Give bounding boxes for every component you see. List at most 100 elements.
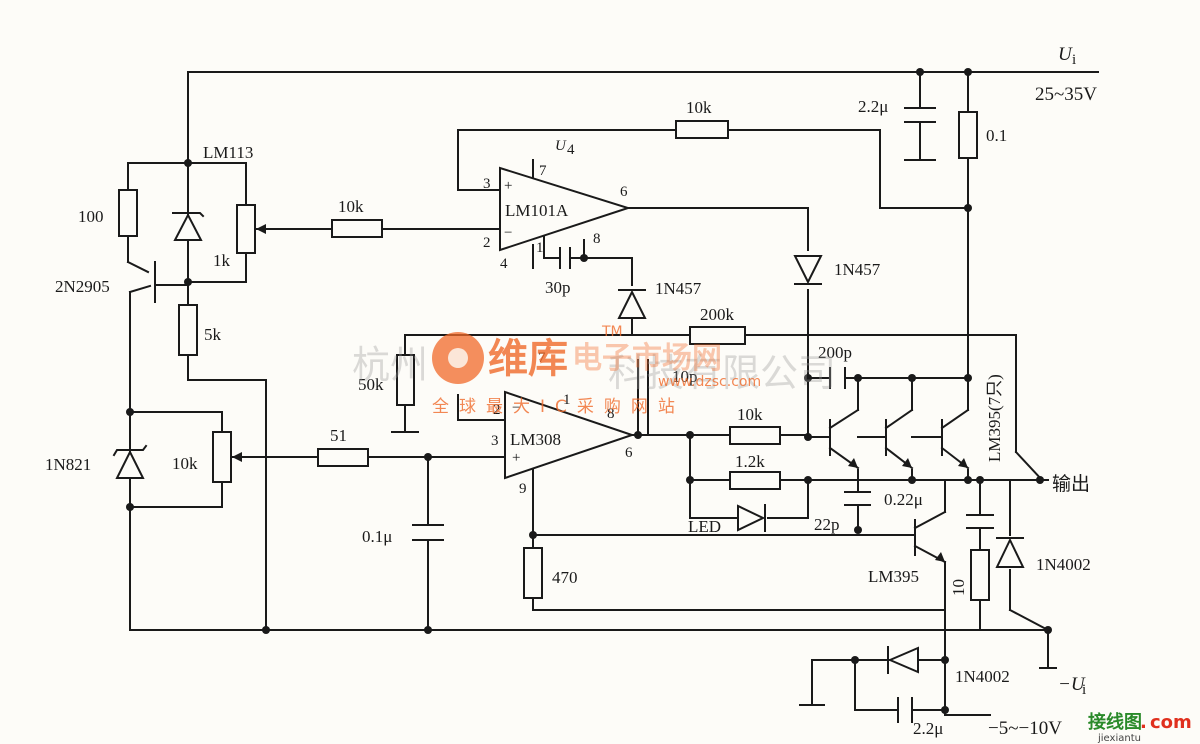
label-r0-1: 0.1	[986, 126, 1007, 145]
label-c30p: 30p	[545, 278, 571, 297]
svg-text:6: 6	[625, 445, 633, 461]
corner-logo-com: com	[1150, 712, 1192, 733]
supply-range: 25~35V	[1035, 84, 1097, 105]
resistor-470	[523, 547, 543, 599]
svg-text:7: 7	[538, 350, 546, 366]
u4-sub: 4	[567, 142, 575, 158]
pot-wipers	[232, 224, 266, 462]
svg-text:1: 1	[563, 392, 571, 408]
label-lm395: LM395	[868, 567, 919, 586]
watermark-left: 杭州	[352, 343, 428, 387]
svg-text:3: 3	[491, 433, 499, 449]
resistor-0-1	[958, 111, 978, 159]
resistor-10k-input	[331, 219, 383, 238]
svg-text:−: −	[512, 400, 520, 416]
svg-text:+: +	[504, 178, 512, 194]
label-r50k: 50k	[358, 375, 384, 394]
label-led: LED	[688, 517, 721, 536]
svg-text:+: +	[512, 450, 520, 466]
resistor-100	[118, 189, 138, 237]
label-c2-2u-top: 2.2μ	[858, 97, 888, 116]
svg-text:8: 8	[607, 406, 615, 422]
label-2n2905: 2N2905	[55, 277, 110, 296]
transistors	[154, 261, 970, 564]
corner-logo-dot: .	[1140, 712, 1147, 733]
label-lm101a: LM101A	[505, 201, 569, 220]
corner-logo-name: 接线图	[1088, 711, 1142, 733]
u4-label: U	[555, 138, 567, 154]
supply-sub: i	[1072, 52, 1076, 68]
svg-text:6: 6	[620, 184, 628, 200]
watermark-brand-sub: 电子市场网	[572, 341, 722, 376]
label-r10k-pot: 10k	[172, 454, 198, 473]
label-1n4002-b: 1N4002	[955, 667, 1010, 686]
output-label: 输出	[1052, 473, 1090, 495]
lm101a-triangle	[499, 166, 632, 252]
label-lm113: LM113	[203, 143, 253, 162]
label-r10: 10	[949, 579, 968, 596]
label-r100: 100	[78, 207, 104, 226]
label-c200p: 200p	[818, 343, 852, 362]
label-c0-22u: 0.22μ	[884, 490, 923, 509]
svg-text:4: 4	[500, 256, 508, 272]
label-r1-2k: 1.2k	[735, 452, 765, 471]
svg-text:3: 3	[483, 176, 491, 192]
label-r10k-lm308: 10k	[737, 405, 763, 424]
resistor-1-2k	[729, 471, 781, 490]
svg-text:9: 9	[519, 481, 527, 497]
watermark-url: www.dzsc.com	[658, 374, 761, 390]
watermark-right: 科技有限公司	[608, 351, 836, 395]
corner-logo-url: jiexiantu	[1097, 733, 1141, 744]
label-1n457-a: 1N457	[655, 279, 702, 298]
lm308-triangle	[504, 390, 636, 480]
label-c22p: 22p	[814, 515, 840, 534]
label-c0-1u: 0.1μ	[362, 527, 392, 546]
label-r5k: 5k	[204, 325, 222, 344]
svg-text:8: 8	[593, 231, 601, 247]
resistor-1k-pot	[236, 204, 256, 254]
pin-numbers: 3 2 7 4 6 1 8 + − 3 2 6 9 1 8 7 + −	[483, 163, 633, 497]
svg-text:−: −	[504, 225, 512, 241]
resistor-10k-lm308	[729, 426, 781, 445]
svg-text:7: 7	[539, 163, 547, 179]
svg-text:2: 2	[483, 235, 491, 251]
resistor-51	[317, 448, 369, 467]
resistor-5k	[178, 304, 198, 356]
label-r200k: 200k	[700, 305, 735, 324]
neg-supply-label: −U	[1058, 674, 1086, 695]
label-c2-2u-bot: 2.2μ	[913, 719, 943, 738]
svg-text:1: 1	[536, 240, 544, 256]
label-r10k-fb: 10k	[686, 98, 712, 117]
label-1n4002-a: 1N4002	[1036, 555, 1091, 574]
label-1n821: 1N821	[45, 455, 91, 474]
neg-supply-sub: i	[1082, 682, 1086, 698]
svg-text:2: 2	[493, 402, 501, 418]
labels: U i 25~35V U 4 LM113 100 1k 2N2905 5k 1N…	[45, 44, 1097, 739]
resistor-50k	[396, 354, 415, 406]
capacitors	[412, 107, 994, 723]
label-1n457-b: 1N457	[834, 260, 881, 279]
resistors	[118, 111, 990, 601]
resistor-10k-pot	[212, 431, 232, 483]
diodes	[112, 212, 1025, 674]
watermark-slogan: 全球最大IC采购网站	[432, 397, 685, 417]
watermark-brand: 维库	[488, 336, 568, 382]
label-r470: 470	[552, 568, 578, 587]
junctions	[126, 68, 1052, 714]
neg-supply-range: −5~−10V	[988, 718, 1062, 739]
label-lm308: LM308	[510, 430, 561, 449]
resistor-10	[970, 549, 990, 601]
watermark-tm: TM	[601, 324, 623, 340]
corner-logo: 接线图 . com jiexiantu	[1088, 711, 1192, 744]
opamps	[499, 166, 649, 480]
label-r10k-in: 10k	[338, 197, 364, 216]
resistor-200k	[689, 326, 746, 345]
label-c10p: 10p	[672, 367, 698, 386]
watermark: 杭州 科技有限公司 维库 电子市场网 TM www.dzsc.com 全球最大I…	[352, 324, 836, 417]
label-r51: 51	[330, 426, 347, 445]
label-r1k: 1k	[213, 251, 231, 270]
supply-label: U	[1058, 44, 1073, 65]
label-lm395x7: LM395(7只)	[985, 374, 1004, 462]
resistor-10k-feedback	[675, 120, 729, 139]
